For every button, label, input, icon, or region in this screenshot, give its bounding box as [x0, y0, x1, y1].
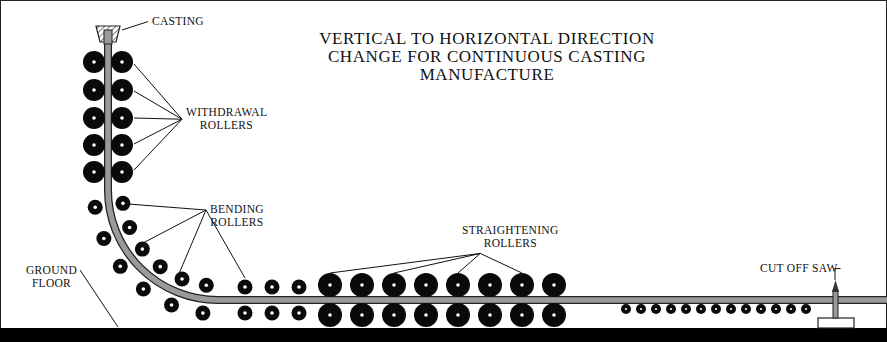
rollers	[83, 51, 811, 327]
part-label: CUT OFF SAW	[760, 262, 838, 275]
leader-line	[134, 118, 182, 119]
roller	[446, 303, 470, 327]
roller	[414, 303, 438, 327]
diagram-title: VERTICAL TO HORIZONTAL DIRECTION CHANGE …	[307, 30, 667, 84]
roller	[111, 161, 133, 183]
part-label: STRAIGHTENING ROLLERS	[462, 224, 559, 250]
roller	[115, 196, 130, 211]
roller	[510, 303, 534, 327]
roller	[265, 280, 280, 295]
roller	[318, 303, 342, 327]
leader-line	[80, 270, 118, 327]
roller	[726, 304, 736, 314]
roller	[681, 304, 691, 314]
roller	[711, 304, 721, 314]
leader-line	[480, 253, 522, 273]
roller	[195, 306, 210, 321]
leader-line	[134, 119, 182, 170]
roller	[111, 134, 133, 156]
roller	[199, 278, 214, 293]
ground-floor-bar	[0, 328, 887, 342]
casting-label: CASTING	[152, 15, 204, 28]
leader-line	[128, 204, 206, 210]
roller	[111, 79, 133, 101]
roller	[83, 161, 105, 183]
roller	[83, 51, 105, 73]
roller	[318, 273, 342, 297]
roller	[741, 304, 751, 314]
roller	[350, 303, 374, 327]
cut-off-saw	[818, 280, 854, 328]
roller	[382, 273, 406, 297]
roller	[786, 304, 796, 314]
roller	[696, 304, 706, 314]
leader-line	[134, 119, 182, 144]
roller	[292, 280, 307, 295]
roller	[478, 303, 502, 327]
roller	[756, 304, 766, 314]
roller	[771, 304, 781, 314]
leader-line	[458, 253, 480, 273]
roller	[265, 306, 280, 321]
roller	[153, 259, 168, 274]
roller	[238, 280, 253, 295]
roller	[510, 273, 534, 297]
roller	[96, 231, 111, 246]
roller	[88, 200, 103, 215]
roller	[238, 306, 253, 321]
roller	[478, 273, 502, 297]
roller	[446, 273, 470, 297]
roller	[111, 107, 133, 129]
roller	[83, 107, 105, 129]
roller	[801, 304, 811, 314]
leader-line	[122, 22, 148, 30]
roller	[382, 303, 406, 327]
leader-line	[394, 253, 480, 273]
leader-line	[134, 91, 182, 119]
roller	[542, 273, 566, 297]
roller	[83, 79, 105, 101]
roller	[666, 304, 676, 314]
leader-line	[143, 210, 206, 243]
roller	[636, 304, 646, 314]
part-label: BENDING ROLLERS	[210, 203, 264, 229]
roller	[111, 51, 133, 73]
roller	[175, 272, 190, 287]
leader-line	[330, 253, 480, 273]
roller	[621, 304, 631, 314]
roller	[113, 259, 128, 274]
roller	[350, 273, 374, 297]
roller	[414, 273, 438, 297]
leader-line	[134, 64, 182, 119]
roller	[136, 282, 151, 297]
roller	[83, 134, 105, 156]
part-label: WITHDRAWAL ROLLERS	[186, 106, 267, 132]
roller	[651, 304, 661, 314]
roller	[292, 306, 307, 321]
casting-nozzle	[96, 26, 120, 44]
leader-line	[178, 210, 206, 276]
roller	[122, 220, 137, 235]
roller	[164, 297, 179, 312]
roller	[542, 303, 566, 327]
roller	[135, 242, 150, 257]
ground-label: GROUND FLOOR	[26, 264, 77, 290]
